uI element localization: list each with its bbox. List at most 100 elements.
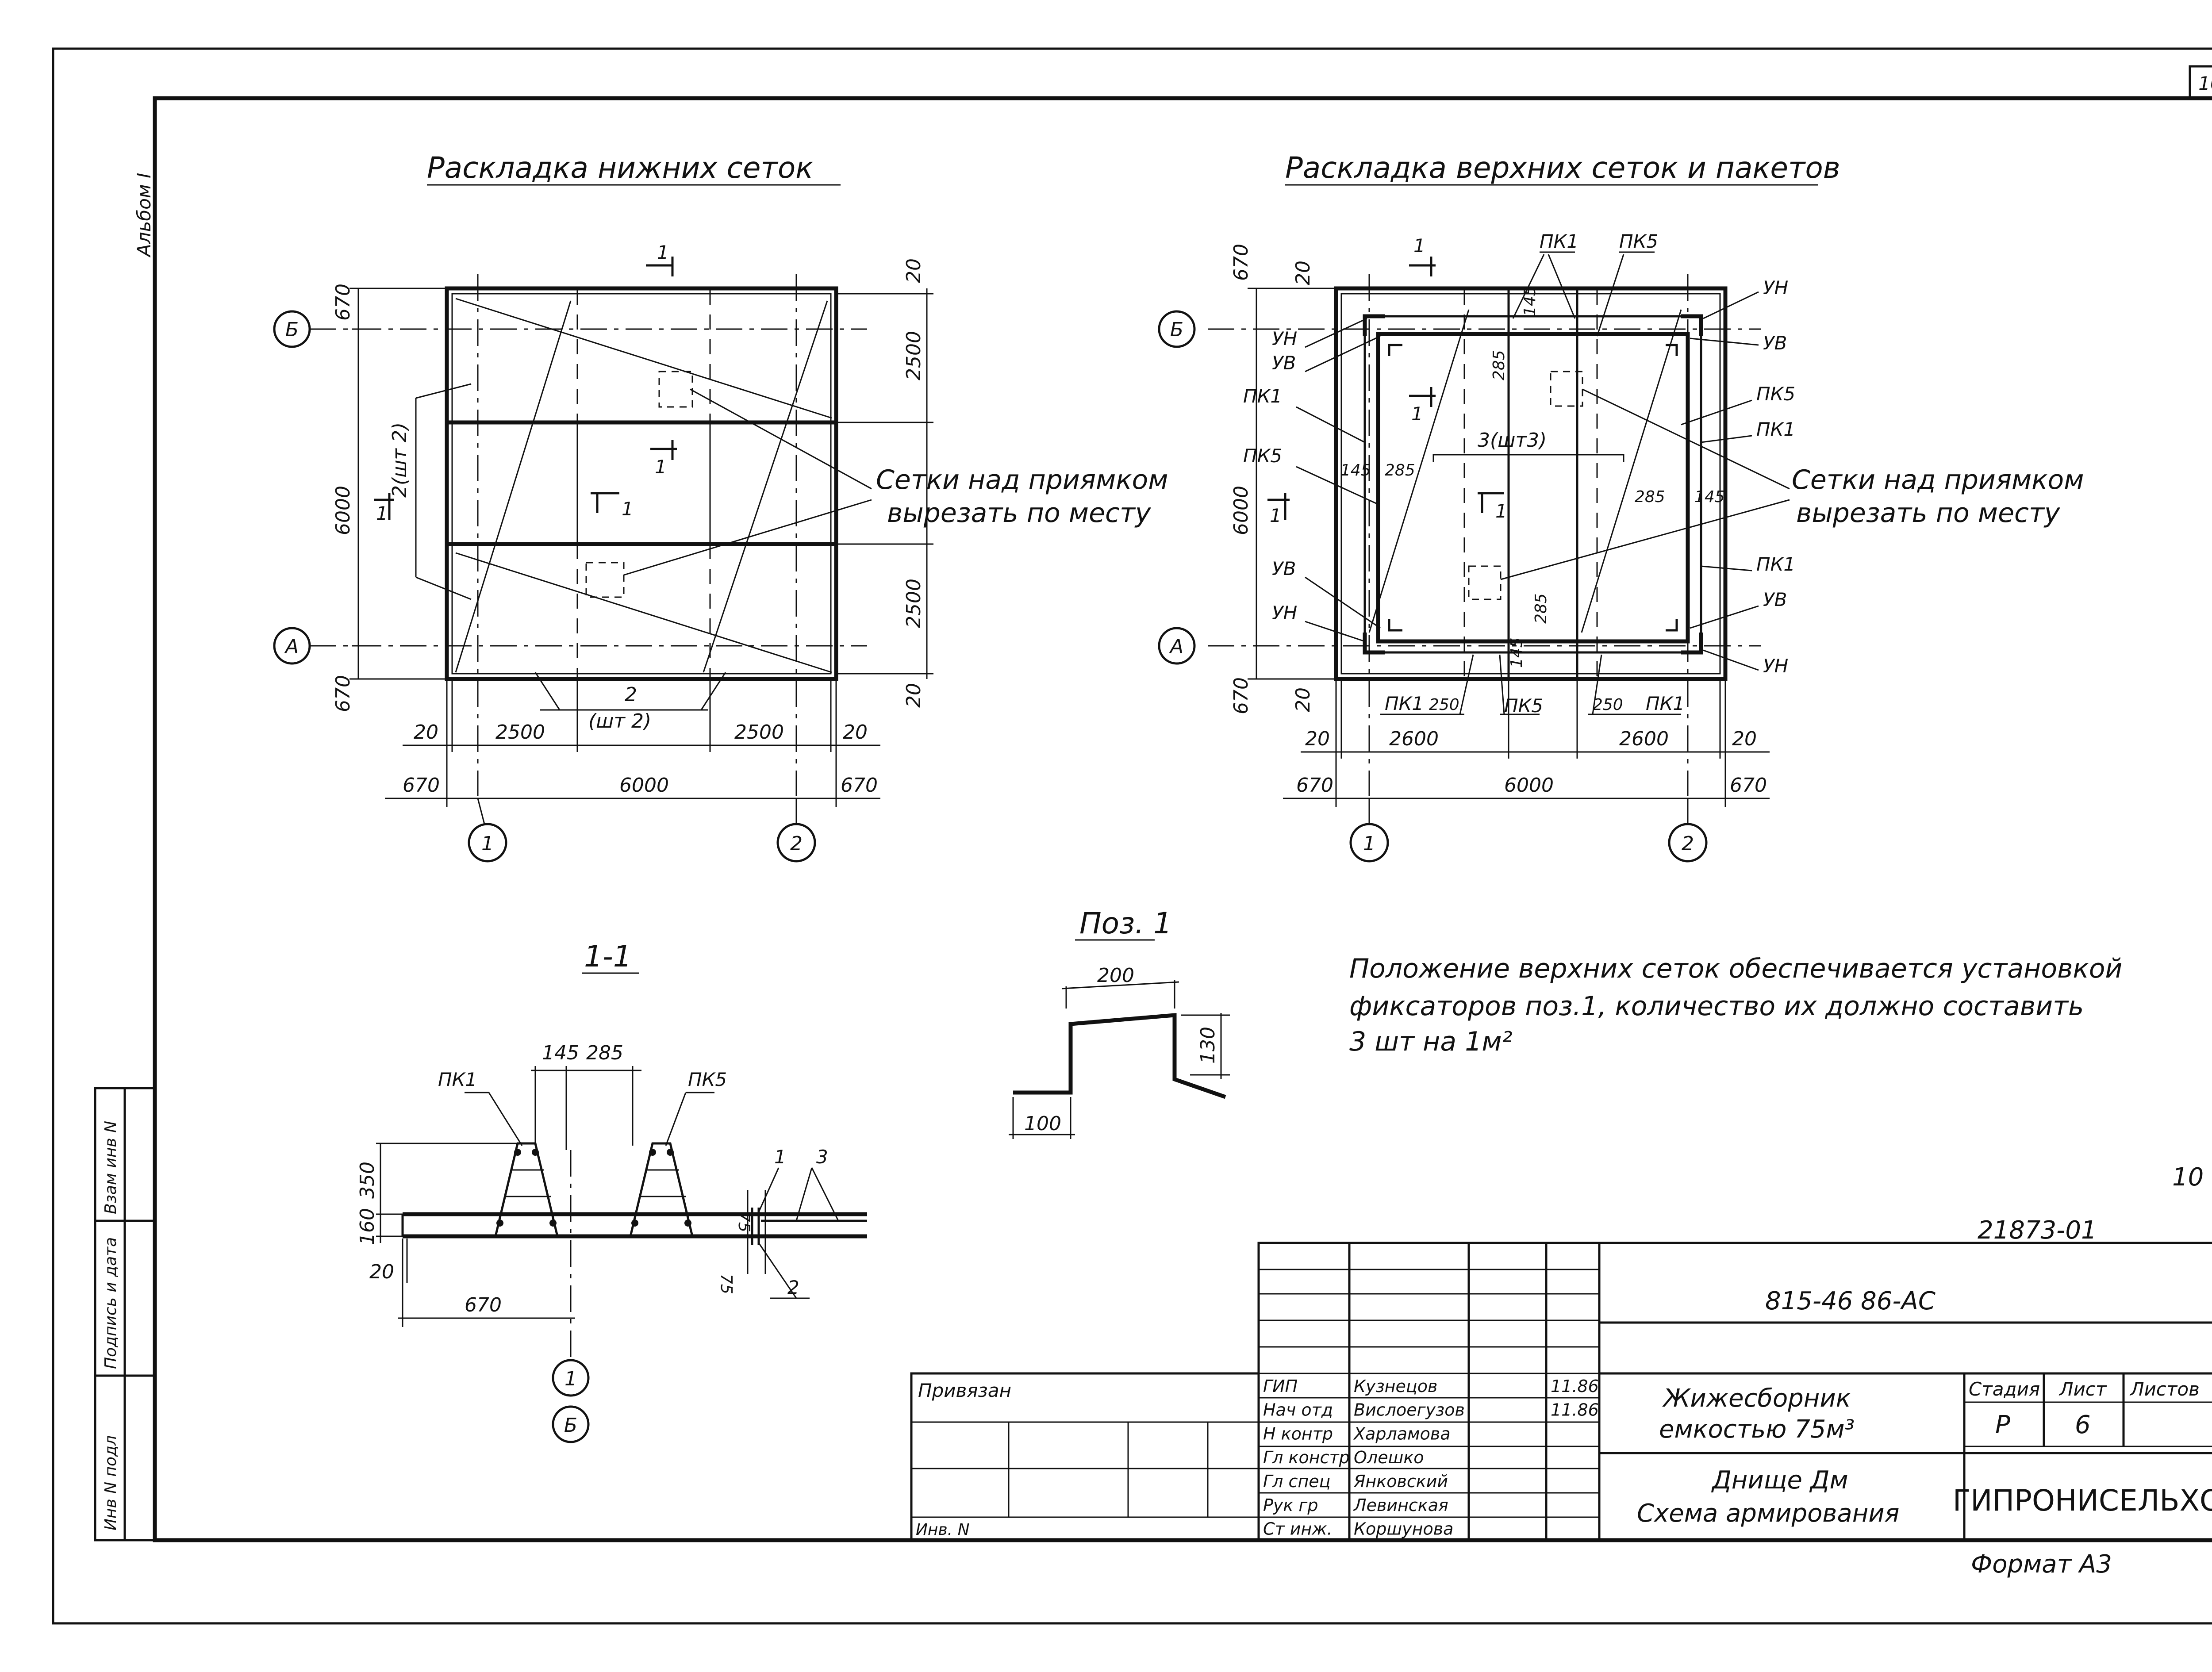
plan-top-dim-145-c: 145 (1694, 488, 1725, 506)
staff-role: Н контр (1263, 1424, 1333, 1443)
plan-bottom-dim-20-rb: 20 (902, 683, 925, 708)
page-number: 10 (2198, 73, 2212, 94)
title-block-stage: Р (1995, 1411, 2010, 1439)
plan-top-dim-670-bl: 670 (1230, 677, 1252, 714)
title-block-organization: ГИПРОНИСЕЛЬХОЗ (1953, 1484, 2212, 1518)
staff-name: Харламова (1353, 1424, 1451, 1443)
plan-top-label-pk1-l: ПК1 (1243, 385, 1282, 407)
plan-bottom-axis-a: А (284, 635, 299, 658)
plan-top-label-uv-br: УВ (1763, 589, 1787, 610)
staff-role: Рук гр (1263, 1496, 1318, 1515)
title-block-drawing-line2: Схема армирования (1637, 1499, 1899, 1528)
plan-bottom-note-line1: Сетки над приямком (876, 464, 1168, 495)
plan-bottom-dim-20-rt: 20 (902, 258, 925, 283)
plan-top-label-pk5-t: ПК5 (1619, 230, 1658, 252)
section-title: 1-1 (584, 940, 632, 974)
plan-bottom-dim-6000-h: 6000 (619, 774, 669, 797)
plan-bottom-title: Раскладка нижних сеток (427, 151, 813, 185)
plan-top-section-mark-1: 1 (1413, 235, 1425, 257)
staff-role: ГИП (1263, 1377, 1298, 1396)
plan-top-dim-20-tl: 20 (1292, 261, 1314, 285)
plan-top-section-mark-4: 1 (1270, 505, 1282, 526)
plan-bottom-mesh-label: 2(шт 2) (388, 422, 411, 498)
plan-bottom-dim-20-br: 20 (843, 721, 868, 744)
sheet-format: Формат А3 (1971, 1550, 2112, 1579)
plan-bottom-section-mark-3: 1 (622, 498, 634, 520)
plan-top-dim-285-a: 285 (1490, 350, 1508, 380)
staff-name: Олешко (1354, 1448, 1424, 1467)
plan-top-dim-250-l: 250 (1429, 696, 1459, 714)
section-dim-160: 160 (356, 1208, 379, 1245)
plan-top-label-pk1-b1: ПК1 (1385, 693, 1424, 714)
note-line3: 3 шт на 1м² (1349, 1026, 1513, 1057)
section-dim-350: 350 (356, 1162, 379, 1199)
plan-top-label-un-tr: УН (1763, 277, 1788, 299)
plan-top-dim-670-bbr: 670 (1730, 774, 1767, 797)
plan-top-label-uv-tr: УВ (1763, 332, 1787, 354)
plan-top-axis-1: 1 (1363, 832, 1375, 855)
plan-top-dim-285-b: 285 (1385, 461, 1415, 479)
title-block-privyazan: Привязан (918, 1380, 1011, 1401)
plan-top-axis-a: А (1169, 635, 1183, 658)
section-dim-285: 285 (586, 1042, 623, 1064)
plan-top-dim-2600-r: 2600 (1619, 728, 1669, 750)
sheet-frame (52, 47, 2212, 1625)
plan-top-dim-670-tl: 670 (1230, 244, 1252, 281)
plan-bottom-dim-2500-rb: 2500 (902, 579, 925, 628)
title-block-object-line1: Жижесборник (1662, 1384, 1851, 1413)
section-label-3: 3 (816, 1146, 828, 1168)
plan-top-dim-2600-l: 2600 (1389, 728, 1439, 750)
note-line2: фиксаторов поз.1, количество их должно с… (1349, 991, 2084, 1022)
staff-name: Янковский (1353, 1472, 1448, 1491)
section-1-1: 1-1 (356, 940, 867, 1443)
title-block-sheet: 6 (2075, 1411, 2091, 1439)
title-block-sheets-header: Листов (2129, 1378, 2200, 1400)
section-dim-75-top: 75 (735, 1212, 753, 1232)
staff-name: Коршунова (1354, 1519, 1453, 1539)
section-axis-b: Б (564, 1414, 577, 1437)
staff-name: Кузнецов (1354, 1377, 1437, 1396)
staff-role: Гл спец (1263, 1472, 1331, 1491)
plan-bottom-dim-2500-bl: 2500 (495, 721, 545, 744)
side-stamp (94, 1087, 156, 1542)
album-label: Альбом I (133, 173, 155, 258)
plan-top-label-uv-bl: УВ (1272, 558, 1296, 579)
side-stamp-vzam: Взам инв N (102, 1121, 120, 1214)
plan-bottom-section-mark-4: 1 (376, 502, 388, 524)
plan-top-dim-20-b1: 20 (1305, 728, 1330, 750)
pos1-title: Поз. 1 (1079, 906, 1172, 940)
plan-top-section-mark-3: 1 (1495, 500, 1507, 522)
section-label-pk5: ПК5 (688, 1069, 727, 1090)
plan-top-dim-285-d: 285 (1532, 593, 1550, 624)
plan-top-note-line2: вырезать по месту (1796, 498, 2061, 529)
pos1-detail: Поз. 1 200 130 100 (1009, 906, 1230, 1139)
plan-top-dim-20-b2: 20 (1732, 728, 1757, 750)
staff-name: Левинская (1353, 1496, 1448, 1515)
plan-top-dim-145-b: 145 (1340, 461, 1371, 479)
plan-top-note-line1: Сетки над приямком (1792, 464, 2084, 495)
plan-bottom-dim-670-bot: 670 (332, 675, 354, 712)
section-dim-75-bot: 75 (717, 1274, 735, 1294)
plan-top-label-pk1-t: ПК1 (1540, 230, 1578, 252)
plan-top-dim-145-a: 145 (1521, 286, 1539, 316)
plan-top-section-mark-2: 1 (1411, 403, 1423, 425)
plan-top-label-uv-tl: УВ (1272, 352, 1296, 374)
plan-top-meshes: Раскладка верхних сеток и пакетов (1158, 151, 2084, 863)
section-dim-20: 20 (369, 1261, 394, 1283)
title-block-sheet-header: Лист (2058, 1378, 2107, 1400)
side-stamp-podpis: Подпись и дата (102, 1237, 120, 1369)
plan-top-dim-285-c: 285 (1635, 488, 1665, 506)
plan-bottom-axis-2: 2 (790, 832, 803, 855)
staff-date: 11.86 (1551, 1400, 1599, 1420)
plan-top-label-pk1-b2: ПК1 (1646, 693, 1685, 714)
title-block-drawing-line1: Днище Дм (1711, 1466, 1848, 1495)
plan-bottom-axis-1: 1 (481, 832, 494, 855)
plan-bottom-dim-670-bl: 670 (403, 774, 440, 797)
staff-name: Вислоегузов (1354, 1400, 1465, 1420)
staff-role: Гл констр (1263, 1448, 1350, 1467)
plan-top-label-pk5-l: ПК5 (1243, 445, 1282, 467)
title-block-object-line2: емкостью 75м³ (1659, 1415, 1855, 1444)
section-dim-145: 145 (542, 1042, 579, 1064)
